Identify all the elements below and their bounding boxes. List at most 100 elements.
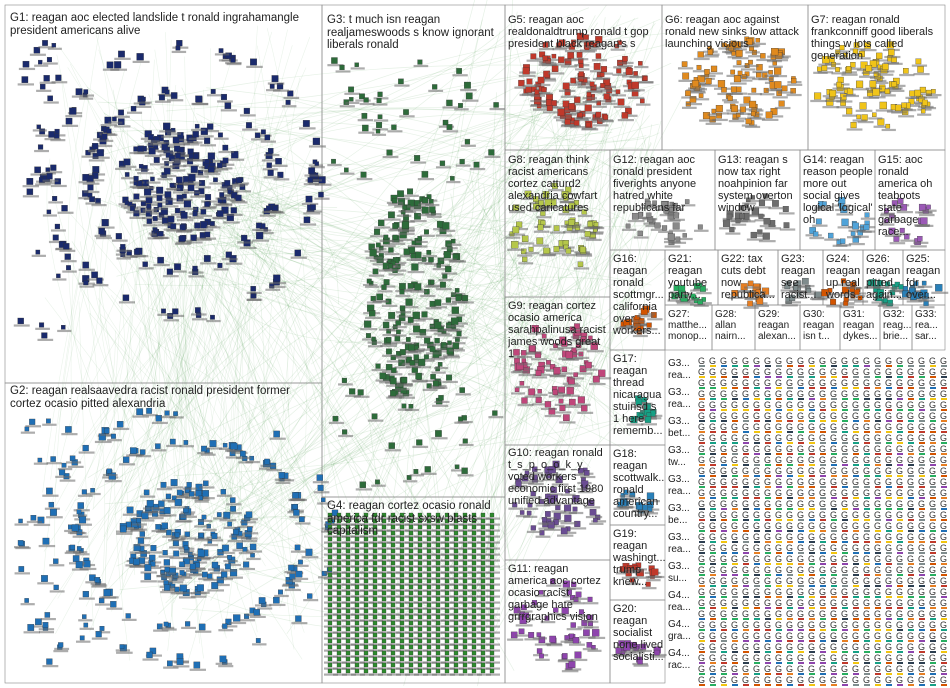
node-label [910,245,927,248]
node [336,518,342,524]
node-label [641,587,657,590]
node-label [526,496,542,499]
node [453,608,459,614]
node-label [342,667,356,670]
node [146,407,153,414]
node [184,531,190,537]
node [603,114,609,120]
node-label [146,181,161,184]
node-label [20,603,35,606]
node-label [213,517,228,520]
node [150,561,156,567]
node [574,323,580,330]
node-label [459,571,473,574]
node [114,61,122,69]
node-label [95,144,113,148]
node [399,530,405,536]
node-label [415,335,432,338]
node-label [344,92,360,95]
node-label [411,379,428,382]
node [489,536,495,542]
node [734,41,742,49]
node [514,387,520,393]
node-label [169,416,184,419]
node-label [206,226,221,229]
node [277,171,284,178]
node [461,467,468,474]
node-label [468,559,482,562]
node-label [839,306,854,309]
node [426,656,432,662]
edge [469,268,505,284]
node [408,620,414,626]
node-label [223,194,238,197]
node [489,512,495,518]
node-label [342,529,356,532]
node-label [913,73,930,76]
node-label [129,565,146,568]
node [645,200,651,207]
node-label [841,73,858,76]
node [408,578,414,584]
node-label [727,112,744,115]
node-label [387,130,403,133]
node [174,145,181,152]
node [406,356,412,363]
node-label [351,547,365,550]
node-label [324,667,338,670]
node-label [333,607,347,610]
node-label [342,517,356,520]
node-label [432,613,446,616]
node-label [580,111,598,115]
node [327,596,333,602]
node-label [285,579,302,583]
node-label [327,64,344,67]
node-label [741,124,758,127]
node [395,320,401,326]
node-label [459,541,473,544]
node-label [130,529,145,532]
node [197,549,205,557]
node [453,542,459,548]
node-label [755,206,771,209]
node-label [432,565,446,568]
node [426,650,432,656]
node-label [116,249,132,252]
node [39,322,45,328]
node-label [577,83,594,86]
node-label [732,117,747,120]
node [443,251,451,259]
node [565,351,573,359]
node [822,201,827,206]
node [445,297,452,303]
node-label [420,234,435,237]
node-label [537,92,553,95]
edge [58,62,142,425]
node [354,584,360,590]
edge [449,221,489,375]
node [224,180,231,187]
node [163,580,169,586]
node [170,223,177,230]
node [72,555,80,562]
node [354,524,360,530]
node-label [381,304,398,308]
node-label [387,673,401,676]
node-label [414,643,428,646]
node [462,668,468,674]
node-label [301,202,319,206]
edge [210,0,476,601]
mini-group-letter: G [720,356,727,366]
node [134,248,141,255]
node [390,668,396,674]
node-label [170,592,186,595]
node [336,626,342,632]
node [465,92,473,100]
node [867,280,874,287]
node-label [170,270,187,273]
node-label [162,275,179,278]
node [170,92,178,99]
node [462,518,468,524]
node [417,530,423,536]
edge [126,205,527,494]
